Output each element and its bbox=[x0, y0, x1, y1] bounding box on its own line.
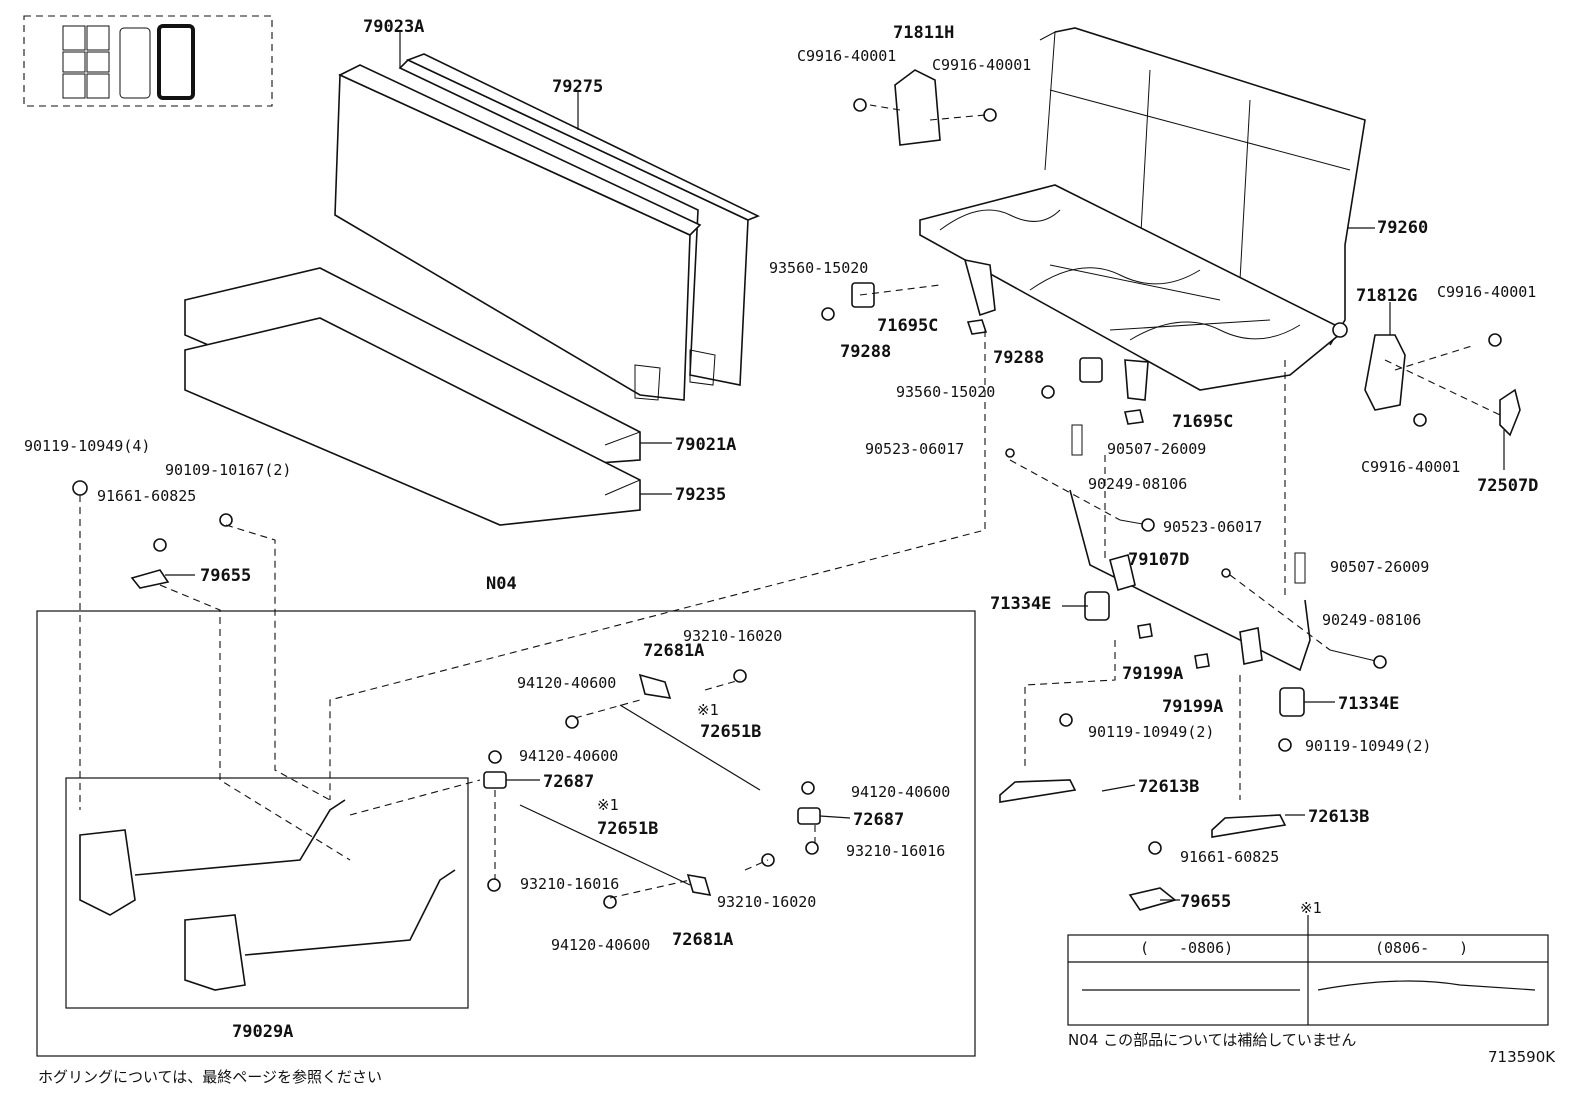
part-label-72681A-b: 72681A bbox=[672, 930, 733, 950]
part-label-90119-10949-2b: 90119-10949(2) bbox=[1305, 737, 1431, 755]
seat-cushions bbox=[184, 267, 641, 526]
part-label-71334E-a: 71334E bbox=[990, 594, 1051, 614]
part-label-79107D: 79107D bbox=[1128, 550, 1189, 570]
part-label-93210-16016-a: 93210-16016 bbox=[846, 842, 945, 860]
variant-col1-header: ( -0806) bbox=[1140, 939, 1233, 957]
part-label-90109-10167-2: 90109-10167(2) bbox=[165, 461, 291, 479]
part-label-72687-a: 72687 bbox=[543, 772, 594, 792]
part-label-90249-08106-a: 90249-08106 bbox=[1088, 475, 1187, 493]
part-label-72651B-a: 72651B bbox=[700, 722, 761, 742]
part-label-79021A: 79021A bbox=[675, 435, 736, 455]
variant-col2-header: (0806- ) bbox=[1375, 939, 1468, 957]
part-label-72687-b: 72687 bbox=[853, 810, 904, 830]
part-label-note1-a: ※1 bbox=[697, 701, 719, 719]
part-label-79235: 79235 bbox=[675, 485, 726, 505]
part-label-91661-60825-a: 91661-60825 bbox=[97, 487, 196, 505]
n04-frame-assembly bbox=[36, 610, 976, 1057]
hog-ring-footnote: ホグリングについては、最終ページを参照ください bbox=[38, 1068, 382, 1086]
part-label-79029A: 79029A bbox=[232, 1022, 293, 1042]
part-label-79288-a: 79288 bbox=[840, 342, 891, 362]
part-label-94120-40600-a: 94120-40600 bbox=[517, 674, 616, 692]
part-label-71811H: 71811H bbox=[893, 23, 954, 43]
part-label-79199A-b: 79199A bbox=[1162, 697, 1223, 717]
part-label-72613B-a: 72613B bbox=[1138, 777, 1199, 797]
part-label-C9916-40001-c: C9916-40001 bbox=[1437, 283, 1536, 301]
part-label-79199A-a: 79199A bbox=[1122, 664, 1183, 684]
part-label-94120-40600-b: 94120-40600 bbox=[519, 747, 618, 765]
part-label-93210-16020-a: 93210-16020 bbox=[683, 627, 782, 645]
seat-back-cushions bbox=[334, 53, 760, 401]
seat-frame bbox=[919, 27, 1366, 401]
part-label-79655-a: 79655 bbox=[200, 566, 251, 586]
part-label-90523-06017-a: 90523-06017 bbox=[865, 440, 964, 458]
locator-thumbnail bbox=[23, 15, 273, 107]
part-label-71695C-b: 71695C bbox=[1172, 412, 1233, 432]
part-labels: 79023A 79275 79021A 79235 90119-10949(4) 9010… bbox=[24, 17, 1538, 1042]
hardware-parts bbox=[72, 98, 1502, 911]
part-label-90119-10949-2a: 90119-10949(2) bbox=[1088, 723, 1214, 741]
part-label-72507D: 72507D bbox=[1477, 476, 1538, 496]
part-label-90249-08106-b: 90249-08106 bbox=[1322, 611, 1421, 629]
part-label-note1-b: ※1 bbox=[597, 796, 619, 814]
part-label-79288-b: 79288 bbox=[993, 348, 1044, 368]
part-label-93560-15020-b: 93560-15020 bbox=[896, 383, 995, 401]
variant-table bbox=[1067, 915, 1549, 1026]
part-label-72681A-a: 72681A bbox=[643, 641, 704, 661]
part-label-71695C-a: 71695C bbox=[877, 316, 938, 336]
part-label-72651B-b: 72651B bbox=[597, 819, 658, 839]
label-leaders bbox=[165, 30, 1505, 901]
part-label-C9916-40001-d: C9916-40001 bbox=[1361, 458, 1460, 476]
part-label-93210-16016-b: 93210-16016 bbox=[520, 875, 619, 893]
hinge-brackets bbox=[894, 69, 1521, 437]
part-label-94120-40600-c: 94120-40600 bbox=[851, 783, 950, 801]
part-label-90119-10949-4: 90119-10949(4) bbox=[24, 437, 150, 455]
part-label-90507-26009-a: 90507-26009 bbox=[1107, 440, 1206, 458]
variant-note-label: ※1 bbox=[1300, 899, 1322, 917]
part-label-79260: 79260 bbox=[1377, 218, 1428, 238]
part-label-79655-b: 79655 bbox=[1180, 892, 1231, 912]
part-label-90507-26009-b: 90507-26009 bbox=[1330, 558, 1429, 576]
part-label-71812G: 71812G bbox=[1356, 286, 1417, 306]
part-label-79023A: 79023A bbox=[363, 17, 424, 37]
part-label-93560-15020-a: 93560-15020 bbox=[769, 259, 868, 277]
n04-footnote: N04 この部品については補給していません bbox=[1068, 1031, 1356, 1049]
part-label-79275: 79275 bbox=[552, 77, 603, 97]
part-label-C9916-40001-a: C9916-40001 bbox=[797, 47, 896, 65]
part-label-71334E-b: 71334E bbox=[1338, 694, 1399, 714]
part-label-93210-16020-b: 93210-16020 bbox=[717, 893, 816, 911]
part-label-N04: N04 bbox=[486, 574, 517, 594]
part-label-C9916-40001-b: C9916-40001 bbox=[932, 56, 1031, 74]
diagram-code: 713590K bbox=[1488, 1048, 1556, 1066]
part-label-91661-60825-b: 91661-60825 bbox=[1180, 848, 1279, 866]
part-label-72613B-b: 72613B bbox=[1308, 807, 1369, 827]
release-lever-assembly bbox=[1069, 489, 1311, 672]
part-label-90523-06017-b: 90523-06017 bbox=[1163, 518, 1262, 536]
leader-lines bbox=[79, 104, 1501, 899]
part-label-94120-40600-d: 94120-40600 bbox=[551, 936, 650, 954]
